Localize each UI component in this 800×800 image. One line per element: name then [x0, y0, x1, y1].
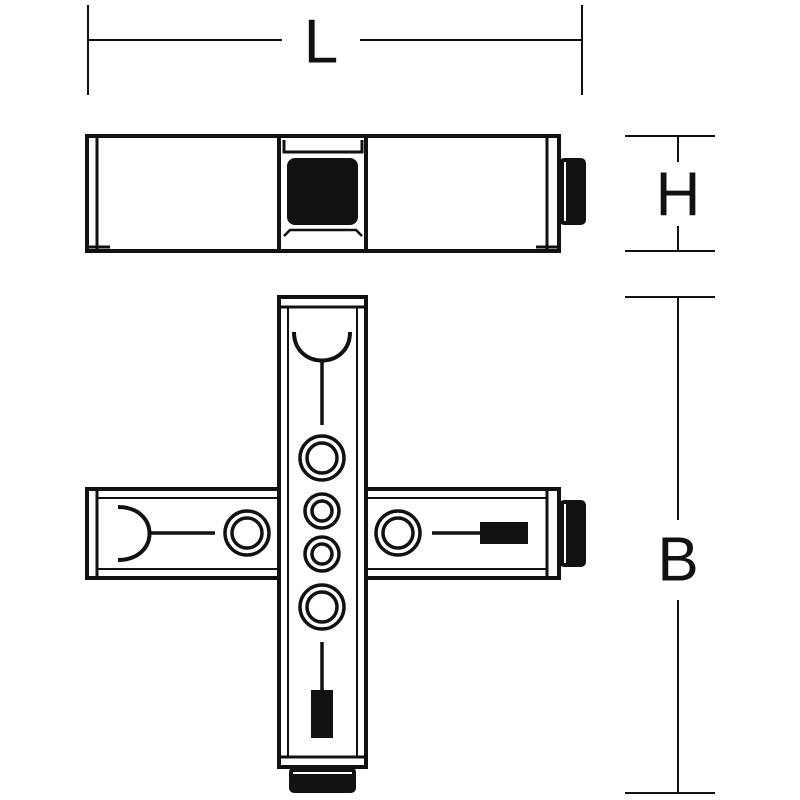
ring-4-inner	[305, 590, 339, 624]
right-arm-terminal-block	[480, 522, 528, 544]
left-arm-inner-ring	[230, 516, 264, 550]
side-connector	[559, 158, 586, 225]
bottom-terminal-block	[311, 690, 333, 738]
dimension-width: B	[625, 296, 715, 794]
ring-4-outer	[298, 583, 346, 631]
ring-2-outer	[303, 492, 341, 530]
ring-1-outer	[298, 434, 346, 482]
left-arm-outline	[85, 487, 279, 580]
bottom-connector	[289, 767, 356, 793]
ring-3-outer	[303, 535, 341, 573]
height-label: H	[656, 161, 701, 230]
right-arm-connector	[559, 500, 586, 567]
ring-2-inner	[310, 499, 334, 523]
housing-bottom-lip	[283, 228, 363, 237]
ring-3-inner	[310, 542, 334, 566]
center-housing	[277, 134, 368, 253]
width-label: B	[657, 526, 698, 595]
top-cup-arc	[292, 331, 352, 363]
top-view	[85, 295, 586, 793]
housing-top-lip	[282, 140, 364, 154]
center-square-block	[287, 158, 358, 225]
side-view	[85, 134, 586, 253]
ring-1-inner	[305, 441, 339, 475]
right-arm-inner-ring	[381, 516, 415, 550]
length-label: L	[304, 8, 338, 77]
right-arm-outer-ring	[374, 509, 422, 557]
dimension-length: L	[87, 5, 583, 95]
left-cup-arc	[117, 505, 152, 562]
dimension-height: H	[625, 135, 715, 252]
left-arm-outer-ring	[223, 509, 271, 557]
